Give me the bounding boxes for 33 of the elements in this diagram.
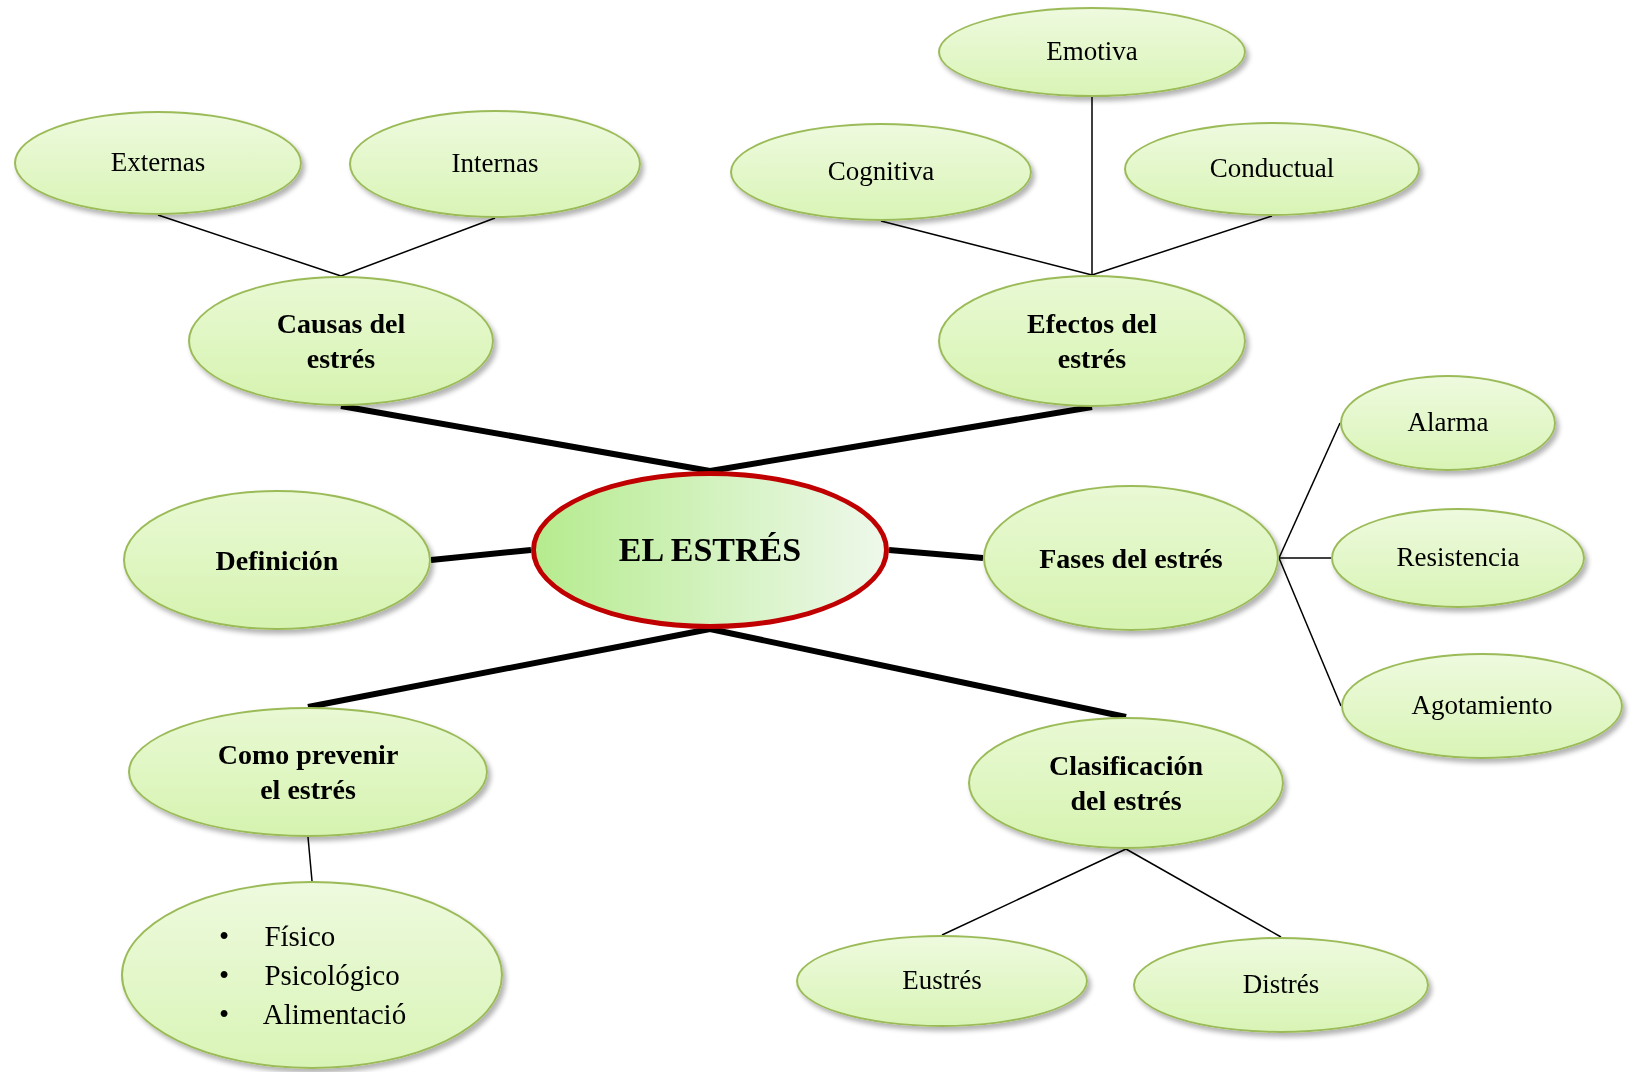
node-label: Cognitiva — [827, 155, 935, 189]
node-label: EL ESTRÉS — [618, 529, 802, 570]
node-label: Efectos del estrés — [1026, 307, 1158, 376]
node-label: Internas — [451, 147, 539, 181]
connector-line — [880, 220, 1093, 276]
connector-line — [941, 848, 1127, 936]
connector-line — [1278, 557, 1342, 707]
connector-line — [1278, 422, 1341, 559]
connector-line — [340, 217, 496, 277]
connector-line — [430, 547, 532, 563]
node-label: Causas del estrés — [275, 307, 407, 376]
node-label: Clasificación del estrés — [1048, 749, 1204, 818]
connector-line — [1091, 215, 1273, 276]
node-label: Externas — [110, 146, 206, 180]
connector-line — [307, 836, 313, 882]
node-label: Distrés — [1242, 968, 1320, 1002]
connector-line — [1278, 557, 1332, 559]
list-item: • Físico — [219, 919, 336, 952]
list-item: • Psicológico — [219, 958, 400, 991]
connector-line — [157, 214, 342, 277]
node-label: Definición — [215, 543, 339, 578]
connector-line — [1125, 848, 1282, 938]
node-label: Eustrés — [902, 964, 982, 998]
node-label: Alarma — [1407, 406, 1489, 440]
node-label: Agotamiento — [1411, 689, 1553, 723]
node-label: Fases del estrés — [1039, 541, 1223, 576]
node-label: Emotiva — [1046, 35, 1138, 69]
node-label: Como prevenir el estrés — [216, 738, 400, 807]
list-item: • Alimentació — [219, 997, 407, 1030]
connector-line — [1091, 96, 1093, 276]
connector-line — [888, 547, 984, 561]
node-label: Resistencia — [1396, 541, 1520, 575]
node-label: Conductual — [1209, 152, 1335, 186]
